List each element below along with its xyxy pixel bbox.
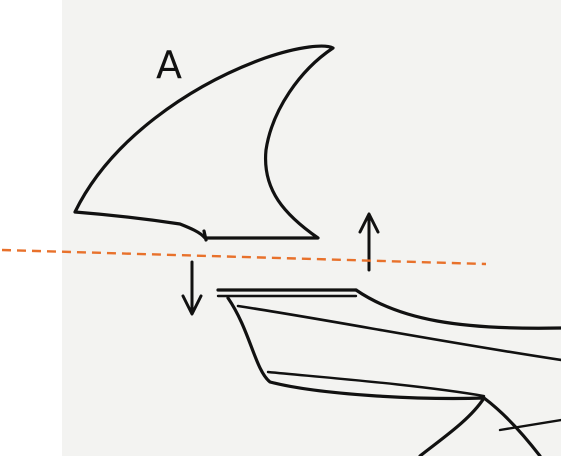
paper-background [62,0,561,456]
figure-label: A [156,43,182,87]
down-arrow [181,260,203,316]
dashed-cut-line [1,248,487,266]
lower-curved-piece [216,288,561,456]
upper-fin-piece [73,44,335,242]
